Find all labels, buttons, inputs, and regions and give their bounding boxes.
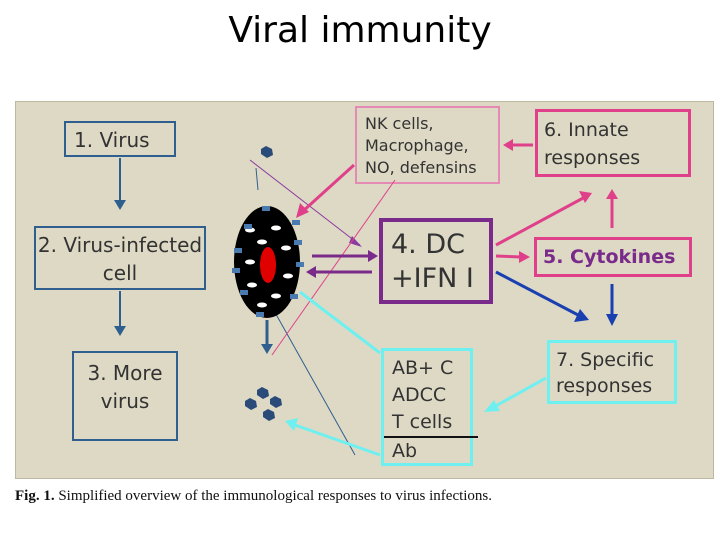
specific-responses-box: 7. Specific responses — [547, 340, 677, 404]
nk-cells-label-2: Macrophage, — [365, 136, 469, 155]
cytokines-to-innate-arrow — [606, 189, 618, 228]
cytokines-label: 5. Cytokines — [543, 246, 676, 268]
ab-label: Ab — [384, 436, 478, 465]
infected-cell-label-1: 2. Virus-infected — [37, 233, 203, 257]
specific-label-1: 7. Specific — [556, 349, 655, 371]
more-virus-label-1: 3. More — [87, 361, 163, 385]
figure-caption: Fig. 1. Simplified overview of the immun… — [15, 488, 492, 505]
dc-to-innate-arrow — [495, 191, 592, 247]
specific-label-2: responses — [556, 375, 653, 397]
more-virus-label-2: virus — [100, 389, 150, 413]
ab-to-virus-arrow — [285, 418, 381, 457]
left-flow-arrows — [114, 158, 126, 336]
innate-to-nk-arrow — [503, 139, 533, 151]
release-arrow — [261, 320, 273, 354]
innate-responses-box: 6. Innate responses — [535, 109, 691, 177]
innate-label-2: responses — [544, 147, 641, 169]
cytokines-to-specific-arrow — [606, 284, 618, 326]
nk-to-cell-arrow — [296, 163, 356, 218]
virus-box: 1. Virus — [64, 121, 176, 157]
adcc-label: ADCC — [392, 384, 447, 406]
infected-cell-box: 2. Virus-infected cell — [34, 226, 206, 290]
specific-to-ab-arrow — [484, 376, 547, 412]
ab-c-label: AB+ C — [392, 357, 454, 379]
dc-to-specific-arrow — [495, 270, 589, 322]
caption-text: Simplified overview of the immunological… — [54, 488, 493, 504]
virus-particles — [245, 146, 282, 421]
nk-cells-box: NK cells, Macrophage, NO, defensins — [355, 106, 500, 184]
innate-label-1: 6. Innate — [544, 119, 629, 141]
dc-label-1: 4. DC — [391, 229, 465, 260]
cytokines-box: 5. Cytokines — [534, 237, 692, 277]
nk-cells-label-1: NK cells, — [365, 114, 434, 133]
t-cells-label: T cells — [392, 411, 453, 433]
cell-dc-arrows — [306, 250, 378, 278]
nk-cells-label-3: NO, defensins — [365, 158, 477, 177]
dc-ifn-box: 4. DC +IFN I — [379, 218, 493, 304]
caption-label: Fig. 1. — [15, 488, 55, 504]
more-virus-box: 3. More virus — [72, 351, 178, 441]
infected-cell-label-2: cell — [102, 261, 138, 285]
dc-label-2: +IFN I — [391, 263, 474, 294]
thin-connector-lines — [249, 159, 396, 456]
dc-to-cytokines-arrow — [495, 251, 530, 263]
virus-label: 1. Virus — [74, 128, 150, 152]
page-title: Viral immunity — [228, 10, 492, 51]
ab-to-cell-arrow — [299, 290, 381, 355]
infected-cell — [232, 206, 304, 318]
antibody-box: AB+ C ADCC T cells Ab — [381, 348, 478, 466]
